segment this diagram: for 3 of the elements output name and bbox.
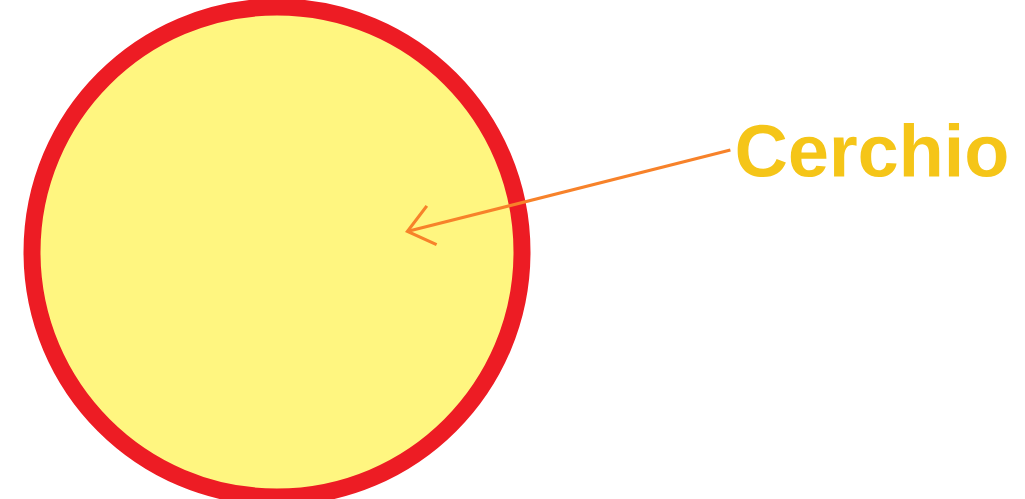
label-text: Cerchio bbox=[737, 122, 1007, 178]
circle bbox=[23, 0, 531, 499]
leader-line bbox=[405, 148, 731, 247]
